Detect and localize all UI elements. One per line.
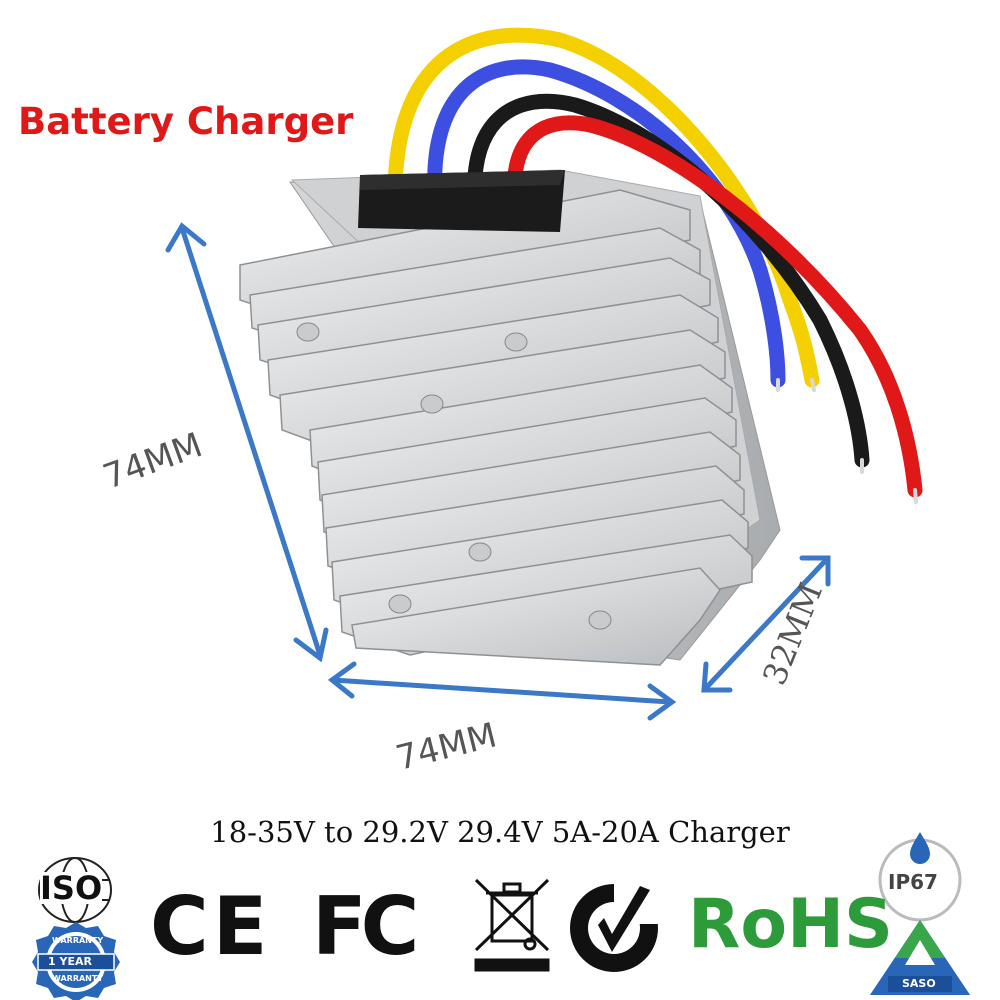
fc-mark: FC: [312, 880, 419, 973]
iso-label: ISO: [40, 869, 103, 907]
spec-line: 18-35V to 29.2V 29.4V 5A-20A Charger: [210, 815, 790, 849]
rohs-mark: RoHS: [688, 885, 893, 964]
ip67-label: IP67: [888, 870, 938, 894]
wire-blue: [427, 59, 786, 388]
warranty-bottom-label: WARRANTY: [52, 974, 104, 983]
warranty-mid-label: 1 YEAR: [48, 955, 92, 968]
width-arrow: [327, 661, 677, 721]
wire-grommet: [358, 170, 565, 232]
height-arrow: [165, 222, 329, 663]
depth-arrow: [701, 555, 831, 693]
saso-label: SASO: [902, 977, 936, 990]
weee-bin-icon: [474, 878, 550, 972]
wire-red: [506, 115, 923, 498]
c-tick-icon: [570, 884, 660, 972]
wire-bundle: [387, 27, 923, 504]
heatsink-fins: [239, 189, 753, 666]
wire-yellow: [387, 27, 820, 388]
headline: Battery Charger: [18, 100, 354, 143]
ce-mark: CE: [150, 880, 272, 973]
charger-body: [239, 169, 781, 666]
dimension-arrows: [165, 222, 831, 721]
rivets: [296, 322, 612, 630]
saso-triangle-icon: [870, 920, 970, 995]
ip67-droplet-icon: [878, 832, 962, 922]
warranty-top-label: WARRANTY: [52, 936, 104, 945]
warranty-seal-icon: [32, 922, 120, 1000]
